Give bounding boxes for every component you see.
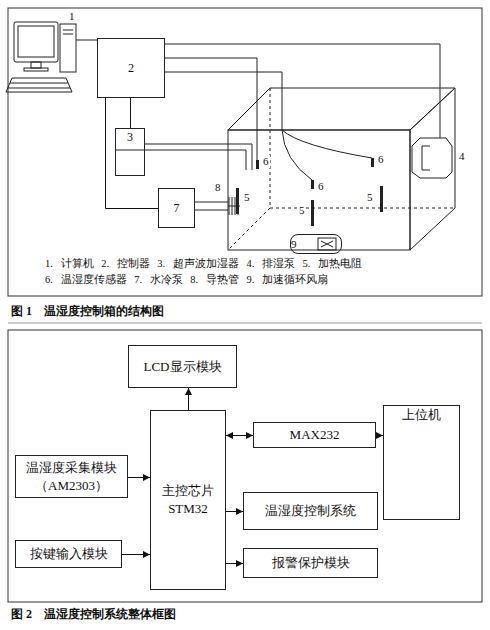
- component-box: 2: [97, 38, 165, 98]
- keyboard-row: [8, 88, 70, 89]
- pipes: [115, 144, 252, 215]
- chamber-side: [410, 88, 455, 250]
- figure-caption: 图 2 温湿度控制系统整体框图: [10, 607, 177, 621]
- node-text: 报警保护模块: [272, 554, 350, 572]
- module-box: LCD显示模块: [128, 345, 237, 388]
- fan-box: 9: [290, 234, 342, 254]
- node-text: 9: [291, 237, 297, 252]
- module-box: 温湿度采集模块 （AM2303）: [15, 455, 128, 498]
- node-text: 2: [128, 60, 134, 76]
- monitor-stand: [31, 62, 41, 68]
- drive-slot: [63, 34, 73, 35]
- pump: [412, 138, 452, 178]
- wires: [76, 40, 440, 180]
- node-text: 温湿度采集模块 （AM2303）: [16, 459, 127, 494]
- chamber-top: [228, 88, 455, 130]
- arrow-connector: [226, 435, 253, 436]
- node-text: MAX232: [290, 426, 340, 444]
- heaters-sensors: [236, 158, 383, 226]
- module-box: 报警保护模块: [243, 548, 378, 578]
- arrow-connector: [188, 388, 189, 410]
- node-text: 按键输入模块: [30, 545, 108, 563]
- arrow-connector: [226, 511, 243, 512]
- callout-number: 4: [458, 150, 466, 163]
- sensor-cable: [282, 130, 312, 180]
- pump-detail: [422, 146, 423, 170]
- chamber-front: [228, 130, 410, 250]
- humidifier-pipe: [145, 150, 246, 170]
- cooling-pipe: [195, 202, 228, 203]
- module-box: 按键输入模块: [15, 540, 122, 568]
- pump-detail: [422, 146, 430, 147]
- fan-blades: [321, 241, 333, 247]
- drive-slot: [63, 30, 73, 31]
- sensor: [311, 180, 314, 189]
- arrow-connector: [128, 477, 150, 478]
- computer-icon: [6, 22, 76, 92]
- caption-rule: [8, 323, 482, 324]
- callout-number: 1: [68, 10, 76, 23]
- node-text: LCD显示模块: [144, 358, 222, 376]
- callout-number: 5: [243, 191, 251, 204]
- sensor: [256, 160, 259, 169]
- callout-number: 8: [214, 181, 222, 194]
- figure-frame: [8, 330, 482, 602]
- sensor: [371, 158, 374, 167]
- callout-number: 5: [298, 204, 306, 217]
- heating-resistor: [311, 200, 314, 226]
- wire-connector: [106, 98, 159, 209]
- pump-detail: [422, 170, 430, 171]
- node-text: 主控芯片 STM32: [151, 482, 225, 517]
- wire: [165, 58, 257, 160]
- cooling-pipe: [195, 210, 228, 211]
- arrow-connector: [376, 435, 383, 436]
- sensor-cable: [282, 130, 372, 158]
- hidden-edge: [228, 88, 270, 250]
- component-box: 3: [115, 128, 145, 176]
- humidifier-pipe: [145, 144, 252, 170]
- host-box: 上位机: [383, 405, 460, 520]
- figure-caption: 图 1 温湿度控制箱的结构图: [10, 304, 165, 318]
- component-box: 7: [158, 188, 195, 228]
- callout-number: 6: [262, 155, 270, 168]
- pump-body: [412, 138, 452, 178]
- node-text: 7: [174, 200, 180, 216]
- heating-resistor: [236, 188, 239, 214]
- keyboard: [6, 78, 72, 92]
- humidifier-divider: [115, 150, 145, 151]
- node-text: 温湿度控制系统: [265, 502, 356, 520]
- chip-box: 主控芯片 STM32: [150, 410, 226, 590]
- monitor: [14, 22, 58, 62]
- legend-text: 1. 计算机 2. 控制器 3. 超声波加湿器 4. 排湿泵 5. 加热电阻: [44, 258, 363, 271]
- module-box: MAX232: [253, 422, 376, 448]
- fan-housing: [318, 238, 336, 250]
- screen: [18, 26, 54, 57]
- arrow-connector: [226, 563, 243, 564]
- node-text: 3: [127, 129, 133, 145]
- wire-connector: [130, 98, 131, 128]
- module-box: 温湿度控制系统: [243, 492, 378, 530]
- arrow-connector: [122, 554, 150, 555]
- heating-resistor: [380, 186, 383, 212]
- monitor-base: [24, 68, 48, 71]
- callout-number: 5: [366, 191, 374, 204]
- wire: [76, 40, 97, 41]
- wire: [165, 72, 282, 130]
- keyboard-row: [10, 83, 68, 84]
- fan-symbol: [318, 238, 336, 250]
- tower-case: [60, 24, 76, 72]
- legend-text: 6. 温湿度传感器 7. 水冷泵 8. 导热管 9. 加速循环风扇: [44, 274, 329, 287]
- figure-frame: [8, 8, 482, 296]
- chamber: [228, 88, 455, 250]
- callout-number: 6: [377, 153, 385, 166]
- callout-number: 6: [317, 180, 325, 193]
- node-text: 上位机: [402, 406, 441, 424]
